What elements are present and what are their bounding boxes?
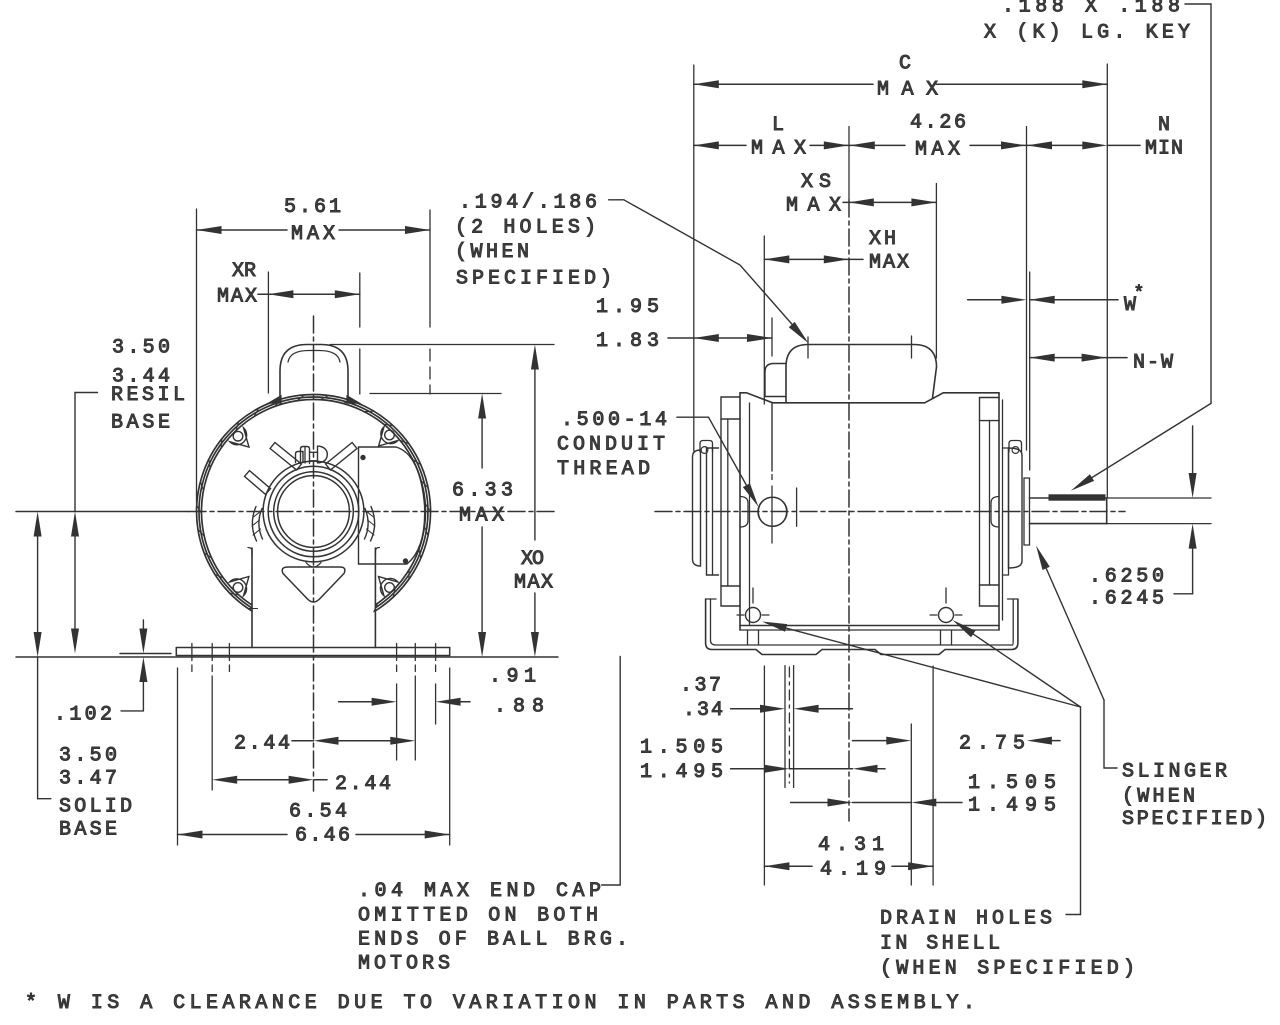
svg-text:MAX: MAX — [514, 572, 553, 595]
svg-text:3.50: 3.50 — [59, 745, 117, 768]
svg-text:6.46: 6.46 — [295, 825, 350, 848]
svg-text:4.31: 4.31 — [818, 834, 884, 857]
svg-text:.188 X .188: .188 X .188 — [1002, 0, 1180, 19]
svg-text:.34: .34 — [683, 699, 723, 722]
svg-text:.88: .88 — [494, 696, 544, 719]
svg-text:C: C — [899, 53, 911, 76]
svg-text:W: W — [1124, 294, 1136, 317]
svg-text:MAX: MAX — [291, 223, 335, 246]
svg-text:.194/.186: .194/.186 — [459, 192, 597, 215]
svg-text:1.505: 1.505 — [640, 737, 723, 760]
svg-text:ENDS OF BALL BRG.: ENDS OF BALL BRG. — [358, 929, 628, 952]
svg-text:DRAIN HOLES: DRAIN HOLES — [880, 908, 1052, 931]
svg-text:5.61: 5.61 — [284, 196, 341, 219]
svg-text:SPECIFIED): SPECIFIED) — [456, 268, 612, 291]
svg-text:.91: .91 — [489, 666, 536, 689]
svg-text:XS: XS — [801, 171, 831, 194]
svg-text:SOLID: SOLID — [59, 796, 132, 819]
svg-text:RESIL: RESIL — [111, 384, 185, 407]
svg-text:MAX: MAX — [459, 505, 504, 528]
svg-text:CONDUIT: CONDUIT — [557, 434, 665, 457]
svg-text:N-W: N-W — [1133, 352, 1173, 375]
svg-text:*: * — [1134, 284, 1145, 304]
svg-text:MAX: MAX — [217, 286, 257, 309]
svg-text:6.54: 6.54 — [289, 801, 347, 824]
svg-text:2.44: 2.44 — [234, 733, 290, 756]
svg-text:MOTORS: MOTORS — [358, 953, 450, 976]
svg-text:4.26: 4.26 — [910, 112, 966, 135]
svg-text:MAX: MAX — [751, 138, 806, 161]
svg-text:MAX: MAX — [915, 139, 960, 162]
svg-text:(WHEN SPECIFIED): (WHEN SPECIFIED) — [880, 958, 1135, 981]
svg-text:3.50: 3.50 — [112, 337, 170, 360]
svg-text:1.83: 1.83 — [596, 330, 659, 353]
svg-text:1.495: 1.495 — [640, 761, 723, 784]
svg-text:2.44: 2.44 — [335, 773, 391, 796]
svg-text:.04 MAX END CAP: .04 MAX END CAP — [358, 880, 601, 903]
svg-text:.6245: .6245 — [1089, 588, 1164, 611]
svg-text:(WHEN: (WHEN — [455, 241, 529, 264]
svg-text:.500-14: .500-14 — [561, 409, 667, 432]
svg-text:SPECIFIED): SPECIFIED) — [1122, 808, 1267, 831]
svg-text:(2 HOLES): (2 HOLES) — [455, 217, 596, 240]
svg-text:BASE: BASE — [111, 412, 170, 435]
svg-text:1.505: 1.505 — [968, 772, 1056, 795]
svg-text:.102: .102 — [54, 704, 112, 727]
svg-text:XH: XH — [869, 228, 896, 251]
svg-text:* W IS A CLEARANCE DUE TO VARI: * W IS A CLEARANCE DUE TO VARIATION IN P… — [25, 992, 975, 1015]
svg-text:MIN: MIN — [1145, 138, 1183, 161]
svg-text:N: N — [1158, 114, 1170, 137]
svg-text:1.95: 1.95 — [596, 296, 659, 319]
svg-text:XO: XO — [521, 548, 544, 571]
svg-text:XR: XR — [232, 260, 256, 283]
svg-text:MAX: MAX — [786, 195, 841, 218]
svg-text:(WHEN: (WHEN — [1122, 786, 1195, 809]
svg-text:MAX: MAX — [877, 79, 938, 102]
svg-text:4.19: 4.19 — [820, 859, 886, 882]
svg-text:SLINGER: SLINGER — [1122, 761, 1227, 784]
svg-text:1.495: 1.495 — [968, 795, 1056, 818]
svg-text:2.75: 2.75 — [959, 733, 1025, 756]
svg-text:.6250: .6250 — [1089, 566, 1164, 589]
svg-text:X (K) LG. KEY: X (K) LG. KEY — [984, 22, 1190, 45]
svg-text:3.47: 3.47 — [59, 768, 117, 791]
svg-text:THREAD: THREAD — [557, 458, 650, 481]
svg-text:IN SHELL: IN SHELL — [880, 933, 1000, 956]
svg-text:MAX: MAX — [869, 252, 909, 275]
svg-text:L: L — [772, 114, 784, 137]
svg-text:BASE: BASE — [59, 819, 117, 842]
svg-text:6.33: 6.33 — [452, 480, 513, 503]
svg-text:OMITTED ON BOTH: OMITTED ON BOTH — [358, 905, 598, 928]
svg-text:.37: .37 — [680, 675, 721, 698]
